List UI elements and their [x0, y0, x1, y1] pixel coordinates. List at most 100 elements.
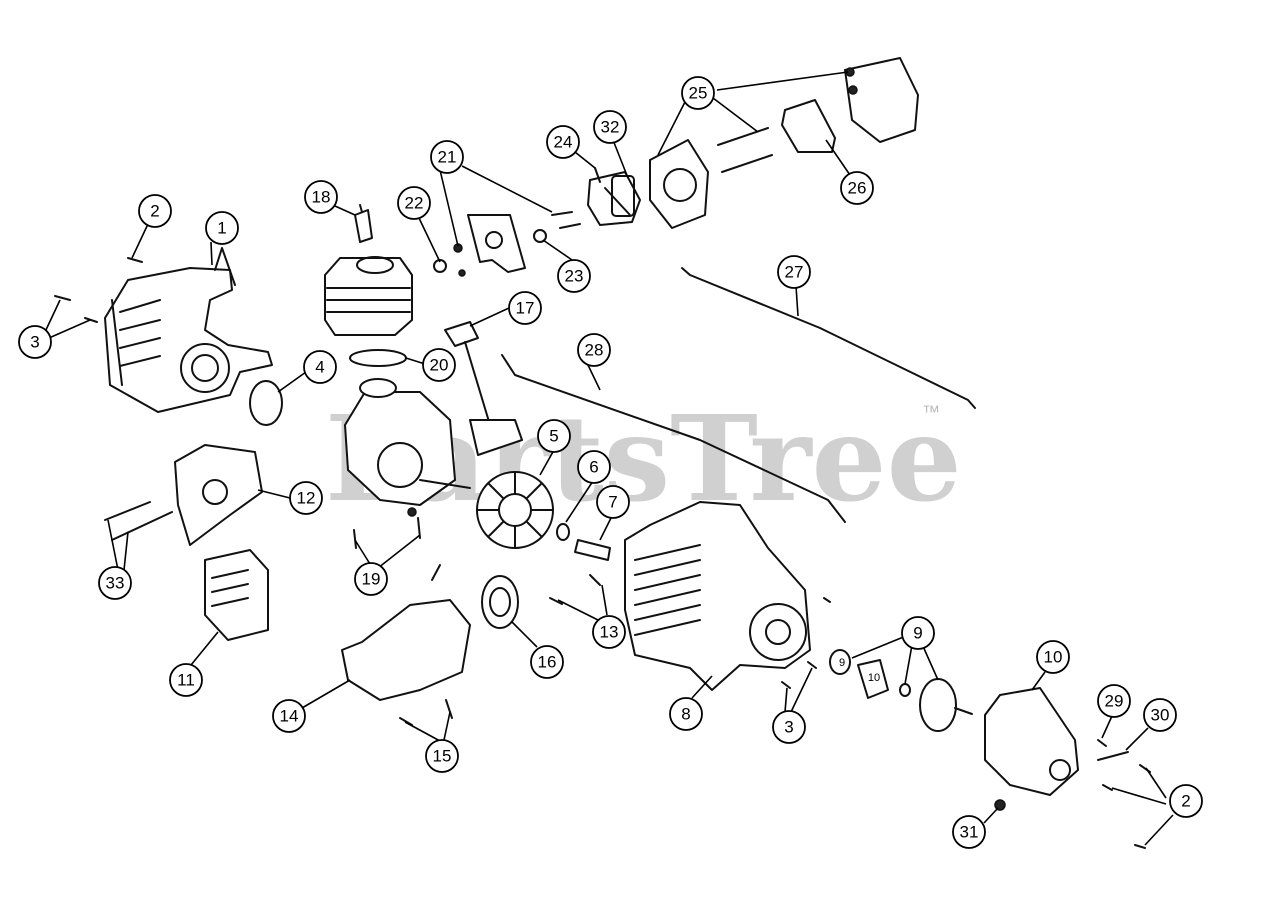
callout-label: 3: [784, 718, 793, 737]
callout-6: 6: [577, 450, 611, 484]
part-throttle-cable: [681, 267, 976, 409]
callout-5: 5: [537, 419, 571, 453]
callout-33: 33: [98, 566, 132, 600]
part-pin: [574, 539, 611, 561]
part-crankcase: [344, 378, 471, 517]
callout-1: 1: [205, 211, 239, 245]
part-ring-22: [433, 259, 447, 273]
part-screws-15: [399, 699, 453, 726]
callout-2-top: 2: [138, 194, 172, 228]
part-ring-23: [533, 229, 547, 243]
callout-label: 32: [601, 118, 620, 137]
callout-13: 13: [592, 615, 626, 649]
callout-label: 3: [30, 333, 39, 352]
callout-16: 16: [530, 645, 564, 679]
callout-label: 15: [433, 747, 452, 766]
part-ignition-coil: [444, 321, 523, 456]
part-clutch: [481, 575, 519, 629]
callout-label: 29: [1105, 692, 1124, 711]
callout-24: 24: [546, 125, 580, 159]
part-flywheel: [476, 471, 554, 549]
callout-label: 22: [405, 194, 424, 213]
callout-label: 11: [177, 671, 195, 690]
callout-7: 7: [596, 485, 630, 519]
part-screws-left: [54, 257, 143, 323]
part-screws-2-right: [1102, 764, 1151, 849]
part-fuel-tank: [341, 564, 471, 701]
part-29: [1097, 739, 1107, 747]
part-cylinder: [324, 256, 413, 336]
part-carb-gasket: [611, 175, 635, 217]
part-screws-3-right: [781, 597, 831, 689]
callout-15: 15: [425, 739, 459, 773]
part-muffler: [204, 549, 269, 641]
callout-3-left: 3: [18, 325, 52, 359]
callout-label: 8: [681, 705, 690, 724]
callout-20: 20: [422, 348, 456, 382]
callout-14: 14: [272, 699, 306, 733]
callout-label: 14: [280, 707, 299, 726]
callout-label: 31: [960, 823, 979, 842]
callout-label: 2: [1181, 792, 1190, 811]
part-heat-shield: [174, 444, 263, 546]
callout-label: 7: [608, 493, 617, 512]
callout-8: 8: [669, 697, 703, 731]
callout-label: 2: [150, 202, 159, 221]
part-shroud: [104, 247, 273, 413]
callout-9: 9: [901, 616, 935, 650]
part-13: [549, 574, 601, 605]
part-gear-head: [984, 687, 1079, 796]
watermark-trademark: ™: [922, 402, 940, 422]
callout-12: 12: [289, 481, 323, 515]
callout-27: 27: [777, 255, 811, 289]
callout-label: 24: [554, 133, 573, 152]
part-31: [994, 799, 1006, 811]
inline-label-10: 10: [868, 672, 880, 684]
callout-26: 26: [840, 171, 874, 205]
callout-23: 23: [557, 259, 591, 293]
callout-label: 13: [600, 623, 619, 642]
callout-label: 19: [362, 570, 381, 589]
callout-label: 33: [106, 574, 125, 593]
part-clutch-assembly: [829, 649, 973, 732]
part-engine-housing: [624, 501, 811, 691]
callout-label: 27: [785, 263, 804, 282]
callout-label: 16: [538, 653, 557, 672]
part-air-filter: [781, 99, 836, 153]
callout-28: 28: [577, 333, 611, 367]
callout-label: 25: [689, 84, 708, 103]
callout-label: 30: [1151, 706, 1170, 725]
callout-label: 10: [1044, 648, 1063, 667]
part-spark-plug: [354, 204, 373, 243]
callout-label: 28: [585, 341, 604, 360]
callout-4: 4: [303, 350, 337, 384]
part-o-ring: [349, 349, 407, 367]
callout-22: 22: [397, 186, 431, 220]
callout-label: 18: [312, 188, 331, 207]
callout-30: 30: [1143, 698, 1177, 732]
callout-19: 19: [354, 562, 388, 596]
part-air-filter-cover: [717, 57, 919, 173]
callout-label: 9: [913, 624, 922, 643]
callout-3-right: 3: [772, 710, 806, 744]
callout-label: 23: [565, 267, 584, 286]
callout-label: 21: [438, 148, 457, 167]
part-30: [1097, 751, 1129, 761]
leader-lines: [44, 71, 1174, 846]
callout-label: 1: [217, 219, 226, 238]
callout-17: 17: [508, 291, 542, 325]
callout-label: 26: [848, 179, 867, 198]
callout-18: 18: [304, 180, 338, 214]
callout-10: 10: [1036, 640, 1070, 674]
part-stop-cable: [501, 354, 846, 523]
callout-25: 25: [681, 76, 715, 110]
callout-label: 20: [430, 356, 449, 375]
inline-label-9: 9: [839, 657, 845, 669]
part-air-filter-base: [649, 139, 709, 229]
callout-32: 32: [593, 110, 627, 144]
part-gasket-ring: [249, 380, 283, 426]
callout-label: 17: [516, 299, 535, 318]
callout-2-bottom: 2: [1169, 784, 1203, 818]
callout-21: 21: [430, 140, 464, 174]
